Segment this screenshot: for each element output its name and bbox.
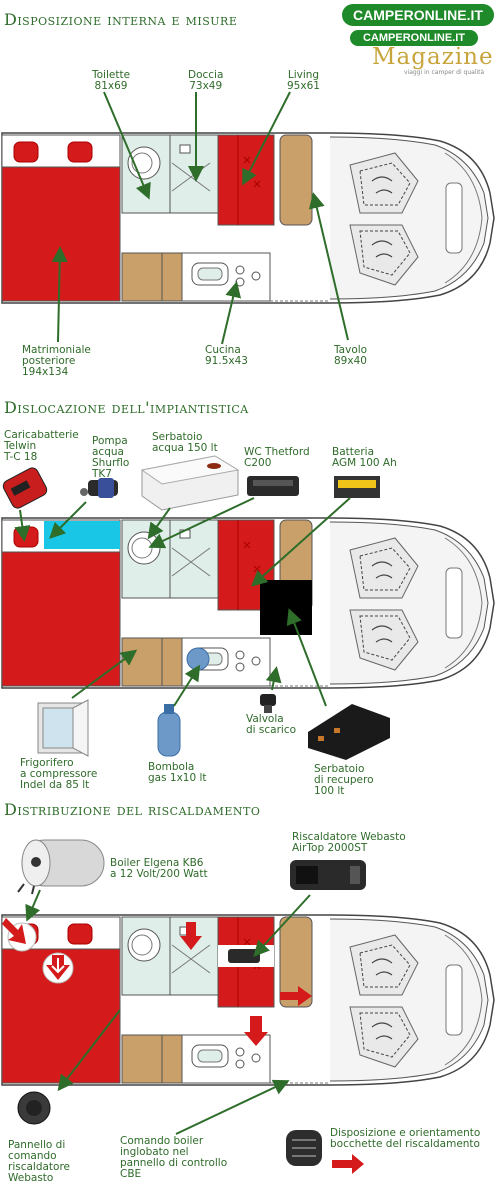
wc-icon [247, 476, 299, 496]
boiler-icon [17, 839, 105, 895]
webasto-heater-icon [290, 860, 366, 890]
section-title-layout: Disposizione interna e misure [4, 10, 238, 29]
camperonline-logo-small: CAMPERONLINE.IT [350, 30, 478, 46]
vent-arrow-legend [332, 1154, 364, 1174]
water-tank-icon [140, 455, 240, 511]
camperonline-logo: CAMPERONLINE.IT [342, 4, 494, 26]
heating-arrows [25, 889, 311, 1135]
battery-icon [334, 476, 380, 498]
pump-icon [80, 478, 118, 498]
fridge-icon [37, 699, 89, 757]
vent-arrow-boiler [2, 918, 26, 944]
recovery-tank-overlay [260, 580, 312, 635]
charger-icon [2, 467, 48, 509]
section-title-systems: Dislocazione dell'impiantistica [4, 398, 249, 417]
gas-bottle-icon [157, 704, 181, 757]
drain-valve-icon [260, 694, 276, 713]
systems-arrows [14, 497, 351, 707]
vent-arrow-kitchen [244, 1016, 268, 1046]
layout-arrows [51, 91, 349, 345]
section-title-heating: Distribuzione del riscaldamento [4, 800, 261, 819]
vent-arrow-bath [180, 922, 202, 950]
vent-icon [286, 1130, 322, 1166]
heating-vent-arrows [2, 918, 364, 1174]
magazine-logo: Magazine [372, 44, 494, 70]
gas-bottle-overlay [186, 647, 210, 671]
control-panel-icon [17, 1091, 51, 1125]
vent-arrow-table [280, 986, 312, 1006]
water-tank-overlay [44, 521, 120, 549]
recovery-tank-icon [308, 704, 390, 760]
magazine-tagline: viaggi in camper di qualità [404, 69, 485, 76]
